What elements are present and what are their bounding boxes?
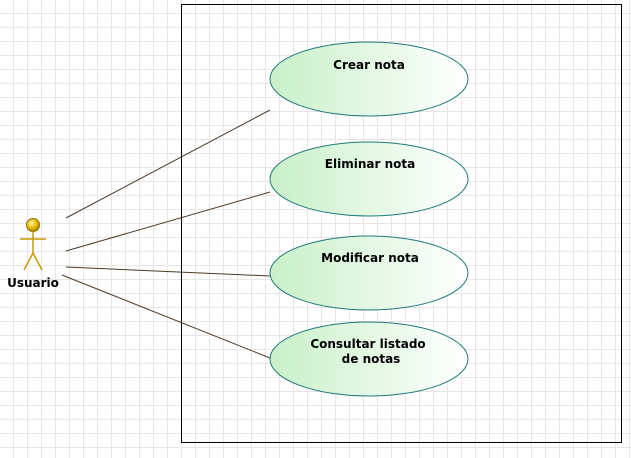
association-crear-nota[interactable] [65,109,271,219]
association-consultar-listado[interactable] [61,274,271,359]
use-case-label: Crear nota [333,58,405,72]
use-case-modificar-nota[interactable]: Modificar nota [269,235,469,311]
actor-right-leg [32,252,43,271]
use-case-ellipse [269,141,469,217]
use-case-crear-nota[interactable]: Crear nota [269,41,469,117]
actor-usuario[interactable]: Usuario [7,218,59,291]
use-case-eliminar-nota[interactable]: Eliminar nota [269,141,469,217]
use-case-ellipse [269,321,469,397]
use-case-consultar-listado[interactable]: Consultar listado de notas [269,321,469,397]
actor-head-icon [26,218,40,232]
association-eliminar-nota[interactable] [65,191,271,252]
use-case-label: Eliminar nota [325,157,415,171]
use-case-label: Modificar nota [321,251,419,265]
use-case-label-line-2: de notas [342,352,401,366]
use-case-label-line-1: Consultar listado [310,337,425,351]
use-case-ellipse [269,235,469,311]
use-case-ellipse [269,41,469,117]
actor-left-leg [23,252,34,271]
association-modificar-nota[interactable] [65,266,271,277]
actor-name-label: Usuario [7,276,59,290]
system-boundary[interactable] [181,4,622,443]
